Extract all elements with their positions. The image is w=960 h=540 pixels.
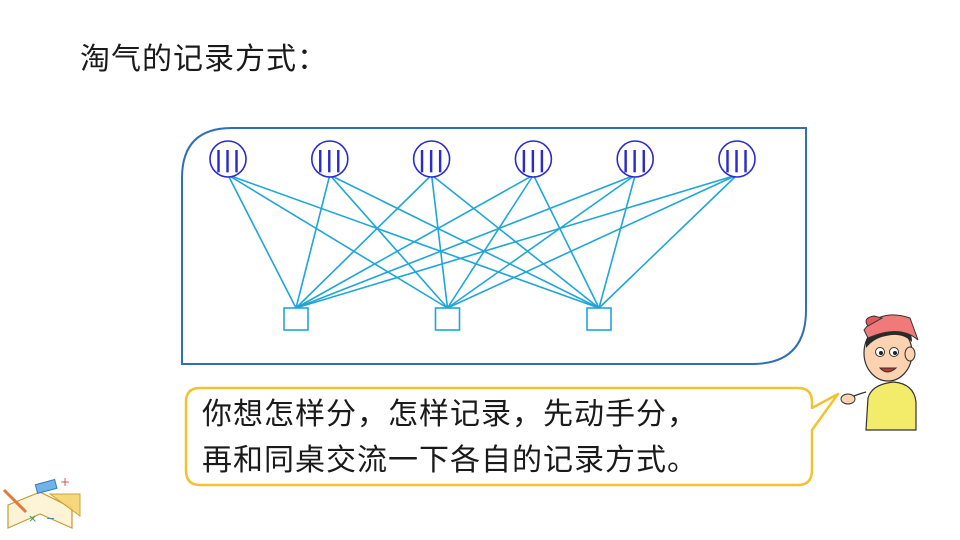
boy-character-illustration xyxy=(841,315,918,430)
connection-line xyxy=(599,175,737,308)
tally-circle: ||| xyxy=(617,141,653,177)
speech-bubble-text: 你想怎样分，怎样记录，先动手分， 再和同桌交流一下各自的记录方式。 xyxy=(202,392,698,484)
tally-mark: ||| xyxy=(622,148,649,173)
tally-circle: ||| xyxy=(210,141,246,177)
svg-text:−: − xyxy=(46,512,55,525)
tally-circle: ||| xyxy=(515,141,551,177)
connection-line xyxy=(296,175,737,308)
connection-line xyxy=(599,175,635,308)
tally-circle: ||| xyxy=(719,141,755,177)
svg-text:×: × xyxy=(28,512,37,525)
connection-lines xyxy=(228,175,737,308)
tally-mark: ||| xyxy=(520,148,547,173)
boxes-group xyxy=(284,308,611,330)
speech-line-1: 你想怎样分，怎样记录，先动手分， xyxy=(202,392,698,438)
connection-line xyxy=(296,175,330,308)
circles-group: ||| ||| ||| ||| ||| ||| xyxy=(210,141,755,177)
tally-circle: ||| xyxy=(312,141,348,177)
diagram-frame xyxy=(182,128,806,364)
tally-mark: ||| xyxy=(316,148,343,173)
empty-box xyxy=(587,308,611,330)
tally-circle: ||| xyxy=(414,141,450,177)
connection-line xyxy=(432,175,448,308)
svg-text:+: + xyxy=(60,475,70,489)
tally-mark: ||| xyxy=(723,148,750,173)
speech-line-2: 再和同桌交流一下各自的记录方式。 xyxy=(202,438,698,484)
empty-box xyxy=(284,308,308,330)
tally-mark: ||| xyxy=(214,148,241,173)
empty-box xyxy=(436,308,460,330)
tally-mark: ||| xyxy=(418,148,445,173)
stationery-decoration: + × − xyxy=(4,475,80,528)
